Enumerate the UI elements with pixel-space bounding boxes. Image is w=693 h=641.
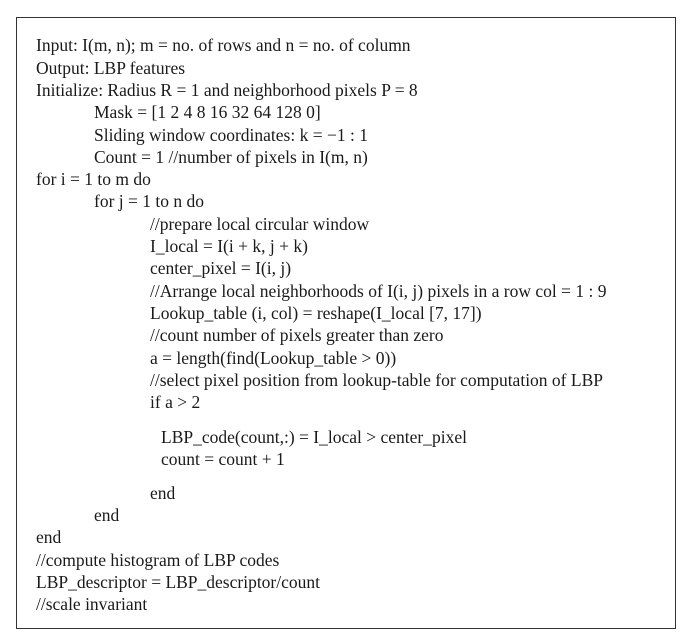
sliding-window-line: Sliding window coordinates: k = −1 : 1	[94, 125, 368, 145]
i-local-line: I_local = I(i + k, j + k)	[150, 236, 308, 256]
count-init-line: Count = 1 //number of pixels in I(m, n)	[94, 147, 368, 167]
comment-line: //prepare local circular window	[150, 214, 370, 234]
inner-for-line: for j = 1 to n do	[94, 191, 204, 211]
center-pixel-line: center_pixel = I(i, j)	[150, 258, 292, 278]
comment-line: //select pixel position from lookup-tabl…	[150, 370, 603, 390]
lbp-descriptor-line: LBP_descriptor = LBP_descriptor/count	[36, 572, 320, 592]
comment-line: //compute histogram of LBP codes	[36, 550, 280, 570]
algorithm-box	[16, 17, 676, 629]
output-line: Output: LBP features	[36, 58, 186, 78]
if-line: if a > 2	[150, 392, 201, 412]
lookup-table-line: Lookup_table (i, col) = reshape(I_local …	[150, 303, 482, 323]
count-increment-line: count = count + 1	[161, 449, 285, 469]
end-if-line: end	[150, 483, 176, 503]
lbp-code-line: LBP_code(count,:) = I_local > center_pix…	[161, 427, 467, 447]
input-line: Input: I(m, n); m = no. of rows and n = …	[36, 35, 411, 55]
end-inner-for-line: end	[94, 505, 120, 525]
end-outer-for-line: end	[36, 527, 62, 547]
comment-line: //scale invariant	[36, 594, 148, 614]
outer-for-line: for i = 1 to m do	[36, 169, 151, 189]
initialize-line: Initialize: Radius R = 1 and neighborhoo…	[36, 80, 418, 100]
length-find-line: a = length(find(Lookup_table > 0))	[150, 348, 397, 368]
comment-line: //count number of pixels greater than ze…	[150, 325, 444, 345]
mask-line: Mask = [1 2 4 8 16 32 64 128 0]	[94, 102, 321, 122]
comment-line: //Arrange local neighborhoods of I(i, j)…	[150, 281, 607, 301]
